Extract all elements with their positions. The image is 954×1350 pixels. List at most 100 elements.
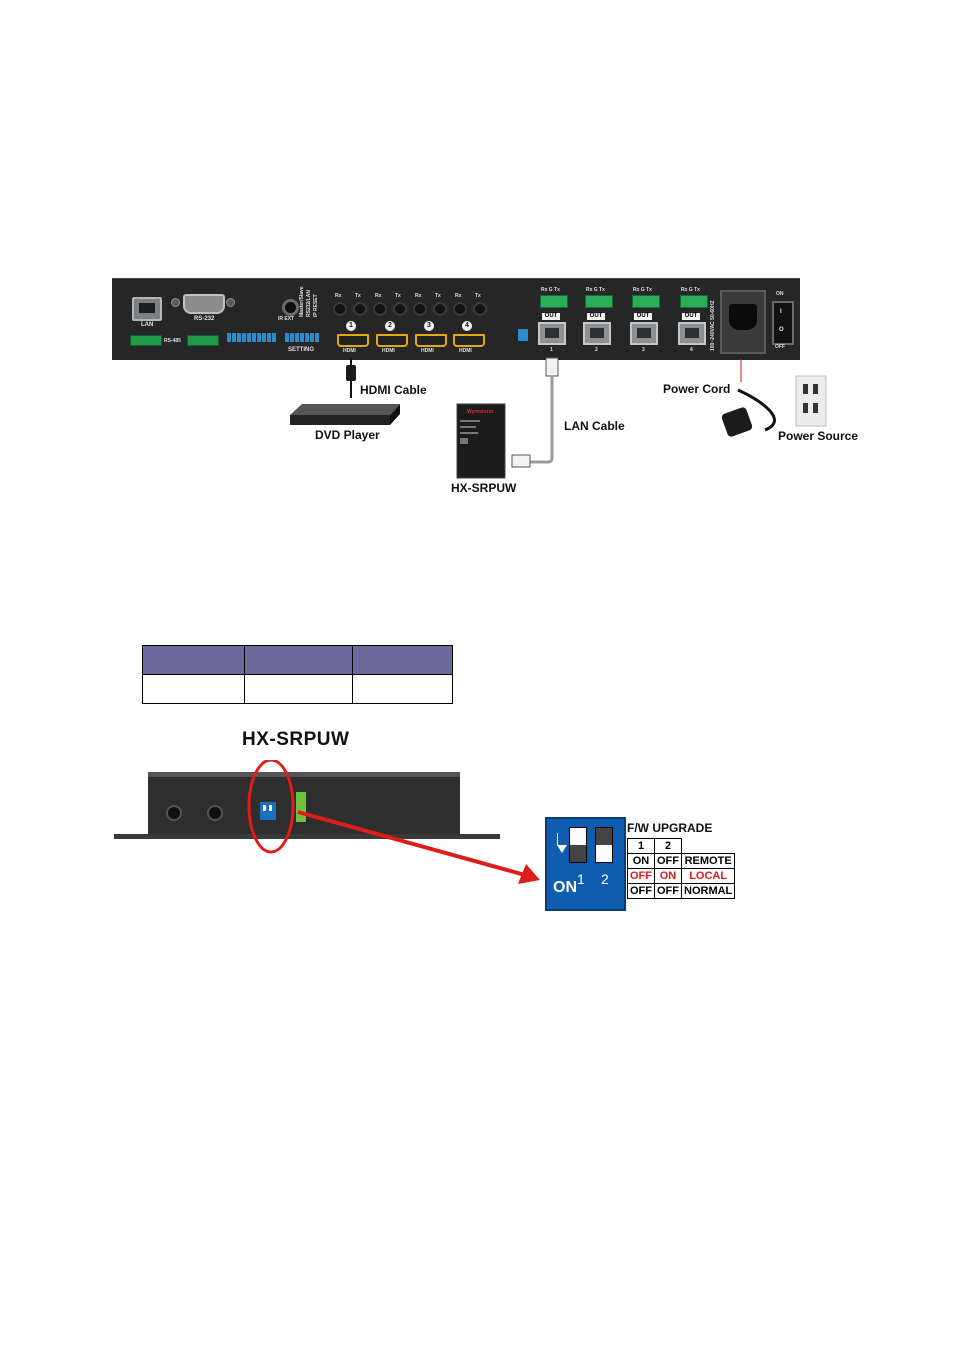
dip-toggle-2	[595, 827, 613, 863]
rj45-plug-icon	[511, 454, 531, 468]
phoenix-terminal	[680, 295, 708, 308]
table-header-cell	[142, 645, 245, 675]
wall-outlet-icon	[795, 375, 827, 427]
hdbaset-output-port	[583, 322, 611, 345]
fw-upgrade-table: 1 2 ON OFF REMOTE OFF ON LOCAL OFF OFF N…	[627, 838, 736, 899]
table-row: OFF ON LOCAL	[627, 868, 736, 884]
dip-switch-detail: ON 1 2	[545, 817, 626, 911]
phoenix-terminal	[540, 295, 568, 308]
hdbaset-output-port	[538, 322, 566, 345]
arrow-down-icon	[557, 845, 567, 853]
phoenix-label: Rx G Tx	[681, 287, 700, 293]
output-number: 2	[595, 347, 598, 353]
tx-label: Tx	[355, 293, 361, 299]
switch-o-mark: O	[779, 327, 784, 333]
ir-ext-label: IR EXT	[278, 316, 295, 322]
screw-icon	[226, 298, 235, 307]
out-tag: OUT	[542, 313, 560, 320]
fw-cell: OFF	[654, 853, 682, 869]
power-source-label: Power Source	[778, 429, 859, 443]
table-cell	[142, 674, 245, 704]
hdmi-label: HDMI	[459, 348, 472, 354]
table-cell	[352, 674, 453, 704]
hx-srpuw-side-view	[114, 760, 540, 884]
iec-socket	[729, 304, 757, 330]
rs485-terminal-left	[130, 335, 162, 346]
fw-cell: OFF	[654, 883, 682, 899]
fw-cell: OFF	[627, 883, 655, 899]
detail-title: HX-SRPUW	[242, 729, 350, 750]
output-number: 1	[550, 347, 553, 353]
fw-header-mode	[682, 839, 735, 854]
hx-srpuw-label: HX-SRPUW	[451, 481, 517, 495]
hdmi-label: HDMI	[382, 348, 395, 354]
switch-i-mark: I	[780, 309, 782, 315]
ir-jack	[333, 302, 347, 316]
fw-mode-cell: REMOTE	[680, 853, 736, 869]
phoenix-label: Rx G Tx	[586, 287, 605, 293]
fw-cell: ON	[654, 868, 682, 884]
out-tag: OUT	[587, 313, 605, 320]
fw-header-1: 1	[627, 838, 655, 854]
ir-ext-jack	[282, 299, 299, 316]
rj45-plug-icon	[545, 357, 559, 377]
audio-jack-icon	[166, 805, 182, 821]
hdmi-label: HDMI	[421, 348, 434, 354]
hdmi-input-port	[337, 334, 369, 347]
lan-port	[132, 297, 162, 321]
dip-switch-small	[518, 329, 528, 341]
screw-icon	[171, 298, 180, 307]
ir-jack	[433, 302, 447, 316]
fw-cell: OFF	[627, 868, 655, 884]
output-number: 3	[642, 347, 645, 353]
output-number: 4	[690, 347, 693, 353]
ir-jack	[393, 302, 407, 316]
ir-jack	[453, 302, 467, 316]
rx-label: Rx	[335, 293, 342, 299]
table-row: OFF OFF NORMAL	[627, 883, 736, 899]
switch-off-label: OFF	[775, 344, 785, 350]
fw-header-2: 2	[654, 838, 682, 854]
hdmi-number-badge: 2	[385, 321, 395, 331]
rx-label: Rx	[455, 293, 462, 299]
setting-dip-switch	[285, 329, 320, 347]
fw-cell: ON	[627, 853, 655, 869]
ir-jack	[373, 302, 387, 316]
rx-label: Rx	[375, 293, 382, 299]
fw-mode-cell: LOCAL	[680, 868, 736, 884]
phoenix-terminal	[585, 295, 613, 308]
dip-switch-bank	[227, 329, 277, 347]
matrix-rear-panel: LAN RS-232 RS-485 IR EXT SETTING Master/…	[112, 278, 800, 360]
hdmi-plug-icon	[346, 365, 356, 381]
switch-on-label: ON	[776, 291, 784, 297]
fw-mode-cell: NORMAL	[680, 883, 736, 899]
ir-jack	[473, 302, 487, 316]
phoenix-terminal	[632, 295, 660, 308]
terminal-block-icon	[296, 792, 306, 822]
hdmi-input-port	[415, 334, 447, 347]
dip-switch-icon	[260, 802, 276, 820]
dvd-player-label: DVD Player	[315, 428, 380, 442]
tx-label: Tx	[395, 293, 401, 299]
dvd-player-icon	[290, 415, 390, 425]
table-header-cell	[352, 645, 453, 675]
dip-on-label: ON	[553, 879, 577, 896]
lan-label: LAN	[141, 322, 154, 328]
hdmi-input-port	[453, 334, 485, 347]
table-row: 1 2	[627, 838, 735, 854]
table-cell	[244, 674, 353, 704]
rs232-port	[183, 294, 225, 314]
power-cord-line	[737, 388, 776, 432]
phoenix-label: Rx G Tx	[633, 287, 652, 293]
table-header-row	[142, 645, 453, 675]
dip-num-2: 2	[601, 871, 609, 887]
hdbaset-output-port	[630, 322, 658, 345]
power-cord-label: Power Cord	[663, 382, 731, 396]
ir-jack	[413, 302, 427, 316]
pointer-arrow-head	[518, 864, 540, 884]
hdmi-number-badge: 4	[462, 321, 472, 331]
table-header-cell	[244, 645, 353, 675]
table-row: ON OFF REMOTE	[627, 853, 736, 869]
hdmi-cable-label: HDMI Cable	[360, 383, 427, 397]
hdmi-number-badge: 1	[346, 321, 356, 331]
